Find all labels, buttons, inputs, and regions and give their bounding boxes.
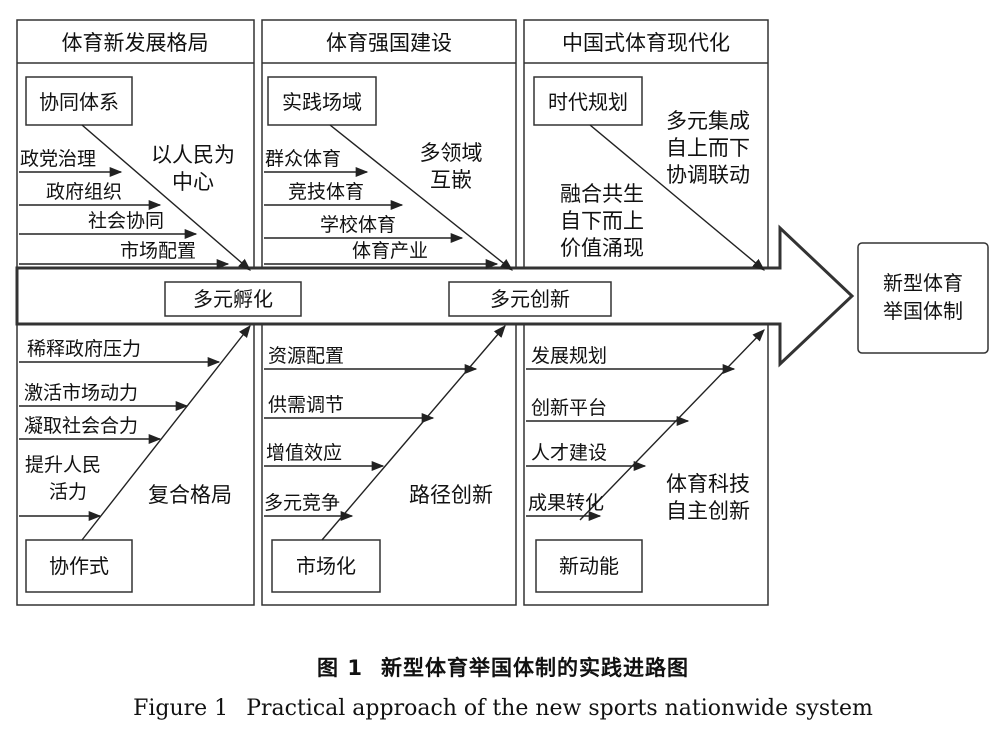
lower-3-item-2: 创新平台 (531, 397, 607, 419)
spine-label-innovation: 多元创新 (490, 287, 570, 311)
upper-3-note-bottom-1: 融合共生 (560, 182, 644, 206)
lower-bone-2 (321, 325, 506, 541)
upper-bone-1 (81, 124, 251, 271)
box-era-planning (533, 76, 643, 126)
lower-1-item-1: 稀释政府压力 (27, 338, 141, 360)
figure-caption-cn: 图 1 新型体育举国体制的实践进路图 (0, 652, 1006, 682)
box-collaborative-system-label: 协同体系 (39, 90, 119, 114)
box-era-planning-label: 时代规划 (548, 90, 628, 114)
upper-3-note-top-2: 自上而下 (666, 136, 750, 160)
figure-title-en: Practical approach of the new sports nat… (246, 696, 873, 721)
lower-3-note-line-2: 自主创新 (666, 499, 750, 523)
result-box (857, 242, 989, 354)
upper-bone-3 (589, 124, 765, 271)
figure-title-cn: 新型体育举国体制的实践进路图 (380, 656, 689, 680)
upper-1-note-line-1: 以人民为 (151, 143, 235, 167)
lower-1-item-3: 凝取社会合力 (24, 415, 138, 437)
lower-3-note-line-1: 体育科技 (666, 472, 750, 496)
box-new-momentum-label: 新动能 (559, 554, 619, 578)
lower-2-note: 路径创新 (409, 483, 493, 507)
lower-1-item-2: 激活市场动力 (24, 382, 138, 404)
column-header-sports-power: 体育强国建设 (326, 31, 452, 55)
upper-bone-2 (329, 124, 513, 271)
upper-1-item-2: 政府组织 (46, 181, 122, 203)
lower-1-note: 复合格局 (148, 483, 232, 507)
upper-2-item-3: 学校体育 (320, 214, 396, 236)
box-practice-field-label: 实践场域 (282, 90, 362, 114)
upper-2-item-4: 体育产业 (352, 240, 428, 262)
box-new-momentum (535, 539, 643, 593)
spine-label-box-incubation (164, 281, 302, 317)
lower-3-item-4: 成果转化 (528, 492, 604, 514)
upper-3-note-bottom-3: 价值涌现 (560, 236, 644, 260)
lower-bone-3 (579, 329, 765, 521)
upper-2-item-1: 群众体育 (265, 148, 341, 170)
upper-1-note-line-2: 中心 (172, 170, 214, 194)
spine-label-box-innovation (448, 281, 612, 317)
upper-2-note-line-2: 互嵌 (430, 168, 472, 192)
upper-2-note-line-1: 多领域 (420, 141, 483, 165)
column-header-new-pattern: 体育新发展格局 (62, 31, 209, 55)
upper-2-item-2: 竞技体育 (288, 181, 364, 203)
lower-2-item-3: 增值效应 (266, 442, 342, 464)
upper-3-note-top-1: 多元集成 (666, 109, 750, 133)
box-collaborative-system (25, 76, 133, 126)
lower-bone-1 (81, 325, 251, 541)
lower-3-item-3: 人才建设 (531, 442, 607, 464)
result-line-1: 新型体育 (883, 271, 963, 295)
lower-2-item-4: 多元竞争 (264, 492, 340, 514)
upper-1-item-4: 市场配置 (120, 240, 196, 262)
box-cooperative (25, 539, 133, 593)
figure-label-en: Figure 1 (133, 696, 229, 721)
box-practice-field (267, 76, 377, 126)
lower-1-item-4: 提升人民 (25, 454, 101, 476)
lower-3-item-1: 发展规划 (531, 345, 607, 367)
spine-label-incubation: 多元孵化 (193, 287, 273, 311)
fishbone-diagram: 体育新发展格局 体育强国建设 中国式体育现代化 多元孵化 多元创新 新型体育 举… (15, 19, 989, 606)
figure-label-cn: 图 1 (317, 656, 363, 680)
upper-3-note-bottom-2: 自下而上 (560, 209, 644, 233)
lower-2-item-1: 资源配置 (268, 345, 344, 367)
box-marketization (271, 539, 381, 593)
spine-arrow (15, 224, 855, 368)
upper-3-note-top-3: 协调联动 (666, 163, 750, 187)
figure-caption-en: Figure 1 Practical approach of the new sp… (0, 696, 1006, 721)
upper-1-item-3: 社会协同 (88, 210, 164, 232)
box-cooperative-label: 协作式 (49, 554, 109, 578)
upper-1-item-1: 政党治理 (20, 148, 96, 170)
box-marketization-label: 市场化 (296, 554, 356, 578)
column-header-modernization: 中国式体育现代化 (562, 31, 730, 55)
lower-2-item-2: 供需调节 (268, 394, 344, 416)
lower-1-item-5: 活力 (49, 481, 87, 503)
result-line-2: 举国体制 (883, 299, 963, 323)
